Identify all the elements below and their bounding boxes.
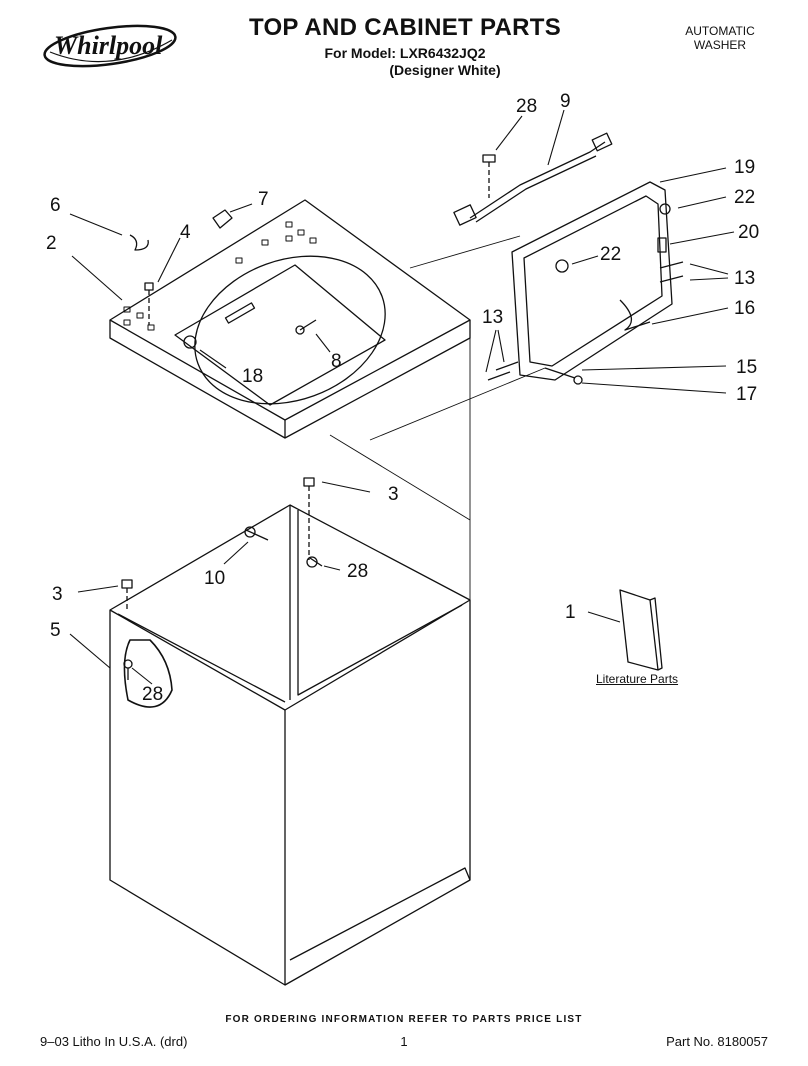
callout-28-middle: 28 bbox=[347, 561, 368, 582]
callout-22-left: 22 bbox=[600, 244, 621, 265]
product-type-line-1: AUTOMATIC bbox=[685, 24, 755, 38]
callout-3-left: 3 bbox=[52, 584, 63, 605]
literature-parts-booklet bbox=[619, 589, 663, 671]
callout-10: 10 bbox=[204, 568, 225, 589]
callout-16: 16 bbox=[734, 298, 755, 319]
callout-13-right: 13 bbox=[734, 268, 755, 289]
whirlpool-logo: Whirlpool bbox=[40, 18, 180, 74]
hardware-fasteners bbox=[121, 154, 684, 680]
washer-top-panel bbox=[109, 199, 471, 439]
callout-18: 18 bbox=[242, 366, 263, 387]
callout-15: 15 bbox=[736, 357, 757, 378]
product-type-line-2: WASHER bbox=[693, 38, 747, 52]
callout-28-bottom: 28 bbox=[142, 684, 163, 705]
callout-2: 2 bbox=[46, 233, 57, 254]
litho-info: 9–03 Litho In U.S.A. (drd) bbox=[40, 1034, 188, 1049]
callout-9: 9 bbox=[560, 91, 571, 112]
model-line: For Model: LXR6432JQ2 bbox=[324, 45, 486, 61]
brand-text: Whirlpool bbox=[54, 31, 163, 60]
console-end-frame bbox=[511, 181, 673, 381]
literature-parts-label: Literature Parts bbox=[596, 672, 679, 686]
callout-6: 6 bbox=[50, 195, 61, 216]
page-number: 1 bbox=[400, 1034, 408, 1049]
page-title: TOP AND CABINET PARTS bbox=[248, 14, 562, 41]
ordering-note: FOR ORDERING INFORMATION REFER TO PARTS … bbox=[225, 1014, 583, 1025]
callout-leaders bbox=[69, 109, 735, 685]
callout-13-left: 13 bbox=[482, 307, 503, 328]
washer-cabinet bbox=[109, 504, 471, 986]
callout-20: 20 bbox=[738, 222, 759, 243]
wire-harness bbox=[453, 132, 613, 226]
callout-3-top: 3 bbox=[388, 484, 399, 505]
callout-7: 7 bbox=[258, 189, 269, 210]
callout-17: 17 bbox=[736, 384, 757, 405]
callout-19: 19 bbox=[734, 157, 755, 178]
callout-4: 4 bbox=[180, 222, 191, 243]
product-type: AUTOMATIC WASHER bbox=[660, 24, 780, 52]
part-number: Part No. 8180057 bbox=[666, 1034, 768, 1049]
alignment-lines bbox=[329, 235, 546, 600]
callout-28-top: 28 bbox=[516, 96, 537, 117]
model-variant: (Designer White) bbox=[389, 62, 501, 78]
callout-22-right: 22 bbox=[734, 187, 755, 208]
callout-5: 5 bbox=[50, 620, 61, 641]
callout-8: 8 bbox=[331, 351, 342, 372]
callout-1: 1 bbox=[565, 602, 576, 623]
